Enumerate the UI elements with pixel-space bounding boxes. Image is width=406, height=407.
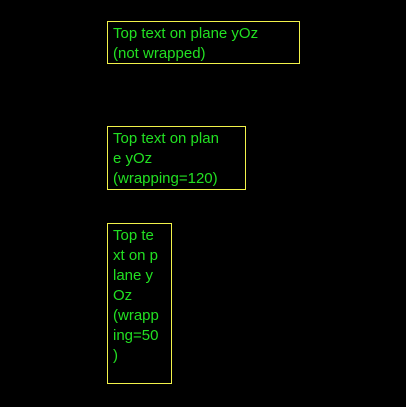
- label-line: Oz: [113, 287, 133, 304]
- text-label-wrapping-50: Top te xt on p lane y Oz (wrapp ing=50 ): [107, 223, 172, 384]
- label-line: lane y: [113, 267, 154, 284]
- label-line: (not wrapped): [113, 45, 206, 62]
- label-line: xt on p: [113, 247, 159, 264]
- label-line: Top text on plane yOz: [113, 25, 259, 42]
- label-line: (wrapp: [113, 307, 159, 324]
- text-label-wrapping-120: Top text on plan e yOz (wrapping=120): [107, 126, 246, 190]
- label-line: Top te: [113, 227, 154, 244]
- label-line: (wrapping=120): [113, 170, 218, 187]
- label-line: Top text on plan: [113, 130, 219, 147]
- label-line: e yOz: [113, 150, 153, 167]
- label-line: ing=50: [113, 327, 159, 344]
- label-line: ): [113, 347, 118, 364]
- text-label-not-wrapped: Top text on plane yOz (not wrapped): [107, 21, 300, 64]
